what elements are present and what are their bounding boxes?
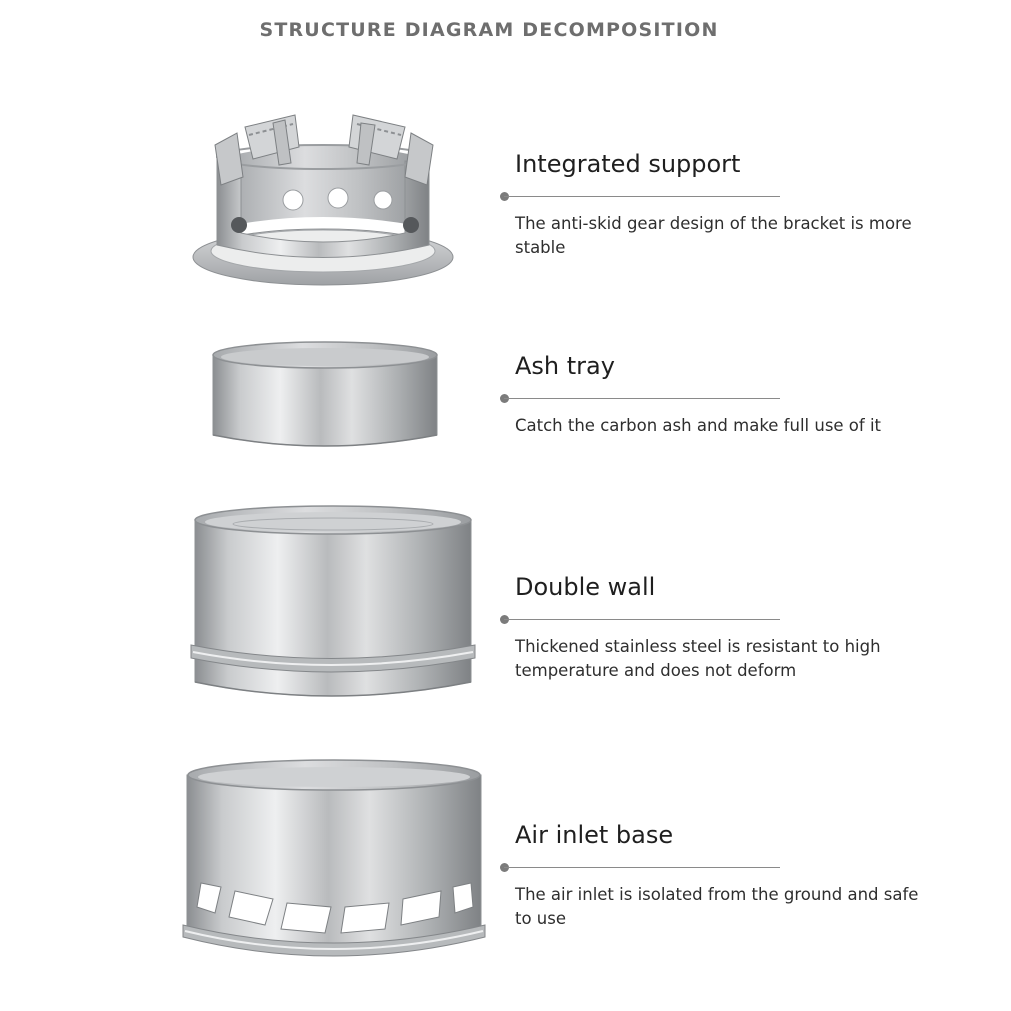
feature-description: Thickened stainless steel is resistant t… bbox=[515, 637, 881, 680]
feature-divider bbox=[500, 863, 780, 872]
feature-title: Air inlet base bbox=[515, 821, 674, 849]
feature-divider bbox=[500, 192, 780, 201]
feature-title: Ash tray bbox=[515, 352, 615, 380]
feature-divider bbox=[500, 615, 780, 624]
air-hole bbox=[282, 189, 304, 211]
gear-bracket bbox=[348, 114, 406, 166]
page-title: STRUCTURE DIAGRAM DECOMPOSITION bbox=[259, 19, 719, 41]
feature-title: Double wall bbox=[515, 573, 656, 601]
divider-line bbox=[504, 196, 780, 197]
feature-description: The air inlet is isolated from the groun… bbox=[515, 885, 919, 928]
air-hole bbox=[373, 190, 393, 210]
gear-bracket bbox=[244, 114, 300, 166]
air-inlet-base-image bbox=[182, 759, 486, 957]
feature-divider bbox=[500, 394, 780, 403]
air-hole bbox=[403, 217, 419, 233]
air-hole bbox=[231, 217, 247, 233]
divider-line bbox=[504, 398, 780, 399]
feature-description: Catch the carbon ash and make full use o… bbox=[515, 416, 882, 435]
ash-tray-image bbox=[212, 341, 438, 447]
feature-title: Integrated support bbox=[515, 150, 741, 178]
feature-description: The anti-skid gear design of the bracket… bbox=[515, 214, 912, 257]
divider-line bbox=[504, 867, 780, 868]
integrated-support-image bbox=[192, 114, 454, 286]
air-hole bbox=[327, 187, 349, 209]
double-wall-image bbox=[190, 505, 476, 697]
gear-bracket bbox=[214, 132, 434, 186]
divider-line bbox=[504, 619, 780, 620]
air-inlet-slots bbox=[196, 882, 474, 934]
